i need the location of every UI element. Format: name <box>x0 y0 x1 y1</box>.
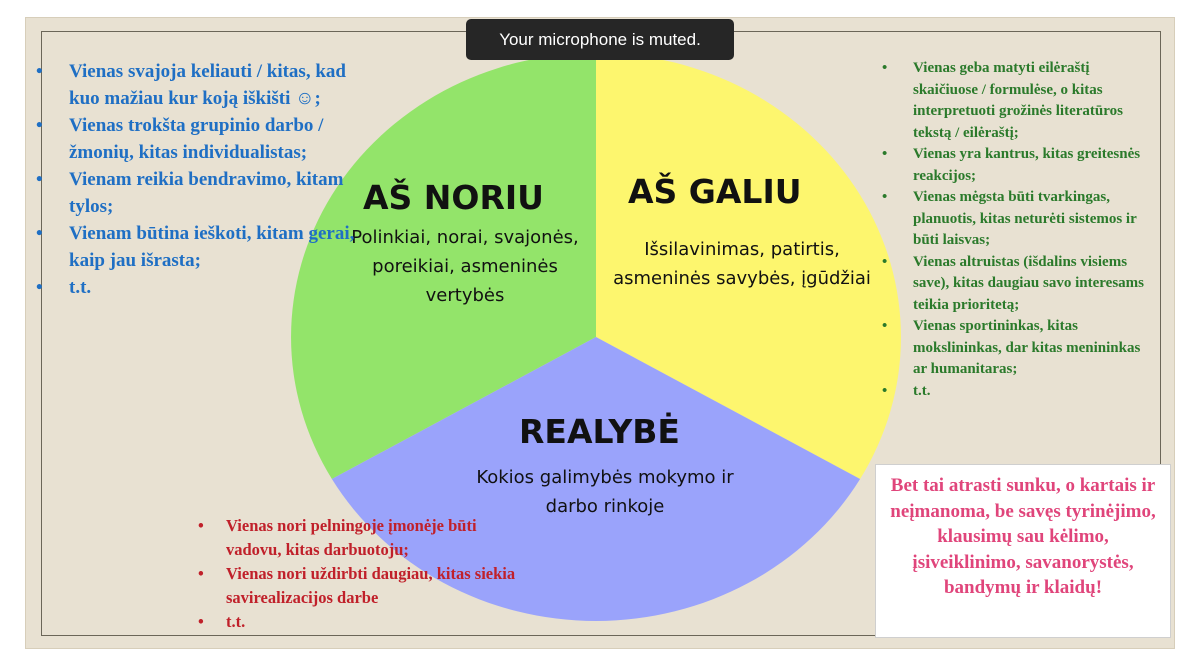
section-subtitle-as-galiu: Išsilavinimas, patirtis, asmeninės savyb… <box>592 235 892 293</box>
section-title-realybe: REALYBĖ <box>519 412 680 451</box>
section-title-as-noriu: AŠ NORIU <box>363 178 544 217</box>
list-item: t.t. <box>880 381 1150 403</box>
list-item: Vienam būtina ieškoti, kitam gerai, kaip… <box>36 220 366 274</box>
microphone-muted-toast: Your microphone is muted. <box>466 19 734 60</box>
list-item: Vienas svajoja keliauti / kitas, kad kuo… <box>36 58 366 112</box>
list-item: Vienas sportininkas, kitas mokslininkas,… <box>880 316 1150 381</box>
subtitle-line: Kokios galimybės mokymo ir <box>476 467 734 488</box>
section-subtitle-realybe: Kokios galimybės mokymo ir darbo rinkoje <box>440 463 770 521</box>
subtitle-line: asmeninės savybės, įgūdžiai <box>613 268 871 289</box>
subtitle-line: Polinkiai, norai, svajonės, <box>351 227 579 248</box>
list-item: Vienas geba matyti eilėraštį skaičiuose … <box>880 58 1150 144</box>
subtitle-line: Išsilavinimas, patirtis, <box>644 239 840 260</box>
note-box: Bet tai atrasti sunku, o kartais ir neįm… <box>875 464 1171 638</box>
list-item: Vienas yra kantrus, kitas greitesnės rea… <box>880 144 1150 187</box>
list-item: Vienam reikia bendravimo, kitam tylos; <box>36 166 366 220</box>
list-item: Vienas mėgsta būti tvarkingas, planuotis… <box>880 187 1150 252</box>
bottom-bullet-list: Vienas nori pelningoje įmonėje būti vado… <box>196 514 536 634</box>
right-bullet-list: Vienas geba matyti eilėraštį skaičiuose … <box>880 58 1150 402</box>
subtitle-line: vertybės <box>425 285 505 306</box>
list-item: Vienas nori pelningoje įmonėje būti vado… <box>196 514 536 562</box>
section-title-as-galiu: AŠ GALIU <box>628 172 802 211</box>
list-item: Vienas trokšta grupinio darbo / žmonių, … <box>36 112 366 166</box>
list-item: t.t. <box>196 610 536 634</box>
list-item: t.t. <box>36 274 366 301</box>
pie-slice-as-noriu <box>291 53 596 479</box>
subtitle-line: poreikiai, asmeninės <box>372 256 558 277</box>
left-bullet-list: Vienas svajoja keliauti / kitas, kad kuo… <box>36 58 366 301</box>
list-item: Vienas nori uždirbti daugiau, kitas siek… <box>196 562 536 610</box>
subtitle-line: darbo rinkoje <box>545 496 665 517</box>
list-item: Vienas altruistas (išdalins visiems save… <box>880 252 1150 317</box>
section-subtitle-as-noriu: Polinkiai, norai, svajonės, poreikiai, a… <box>320 223 610 310</box>
pie-slice-as-galiu <box>596 53 901 479</box>
